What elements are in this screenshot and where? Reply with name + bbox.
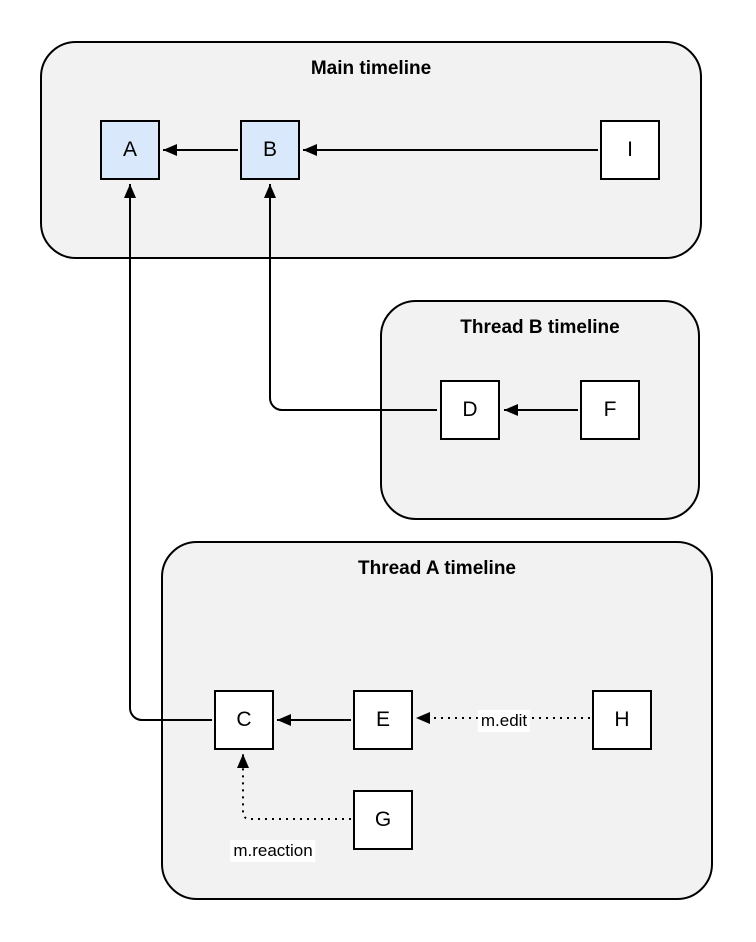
node-e-label: E <box>375 708 390 731</box>
node-g: G <box>353 790 413 850</box>
edge-label-m-reaction: m.reaction <box>230 840 316 862</box>
node-d-label: D <box>462 398 478 421</box>
node-f-label: F <box>603 398 617 421</box>
node-c-label: C <box>236 708 252 731</box>
container-title-thread-b: Thread B timeline <box>460 317 620 338</box>
node-g-label: G <box>374 808 392 831</box>
node-h: H <box>592 690 652 750</box>
container-thread-b-timeline: Thread B timeline <box>380 300 700 520</box>
edge-label-m-edit: m.edit <box>477 710 531 732</box>
node-f: F <box>580 380 640 440</box>
node-a: A <box>100 120 160 180</box>
node-h-label: H <box>614 708 630 731</box>
node-c: C <box>214 690 274 750</box>
node-e: E <box>353 690 413 750</box>
node-i: I <box>600 120 660 180</box>
node-i-label: I <box>627 138 633 161</box>
container-title-thread-a: Thread A timeline <box>357 558 516 579</box>
node-a-label: A <box>122 138 137 161</box>
node-b: B <box>240 120 300 180</box>
container-title-main: Main timeline <box>310 58 432 79</box>
node-d: D <box>440 380 500 440</box>
node-b-label: B <box>262 138 277 161</box>
